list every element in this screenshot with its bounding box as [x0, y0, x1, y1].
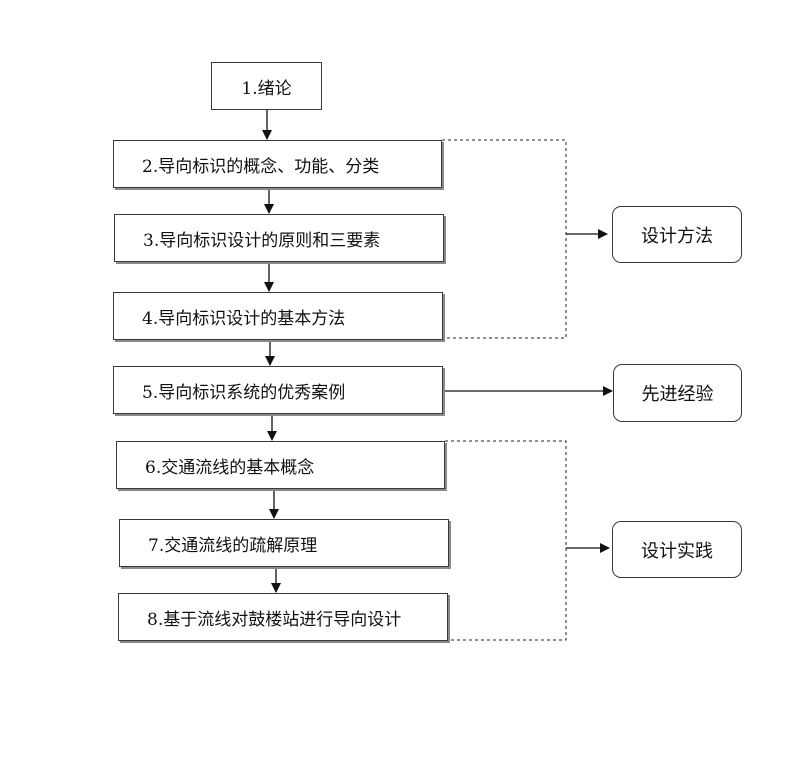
bracket-group-3 [445, 440, 567, 641]
category-label-design-method: 设计方法 [641, 225, 713, 247]
step-label-1: 1.绪论 [241, 78, 292, 99]
step-box-5: 5.导向标识系统的优秀案例 [113, 366, 443, 414]
category-box-advanced-experience: 先进经验 [613, 364, 742, 422]
category-label-advanced-experience: 先进经验 [641, 384, 714, 405]
step-label-6: 6.交通流线的基本概念 [145, 457, 315, 478]
category-box-design-method: 设计方法 [612, 206, 742, 263]
step-box-3: 3.导向标识设计的原则和三要素 [114, 214, 444, 262]
step-box-7: 7.交通流线的疏解原理 [119, 519, 449, 567]
step-label-4: 4.导向标识设计的基本方法 [142, 308, 346, 329]
step-box-6: 6.交通流线的基本概念 [116, 441, 445, 489]
bracket-group-1 [442, 139, 567, 339]
step-box-1: 1.绪论 [211, 62, 322, 110]
step-box-4: 4.导向标识设计的基本方法 [113, 292, 443, 340]
step-label-3: 3.导向标识设计的原则和三要素 [143, 230, 381, 251]
step-label-2: 2.导向标识的概念、功能、分类 [142, 156, 380, 177]
step-label-8: 8.基于流线对鼓楼站进行导向设计 [147, 609, 402, 630]
step-box-2: 2.导向标识的概念、功能、分类 [113, 140, 442, 188]
step-box-8: 8.基于流线对鼓楼站进行导向设计 [118, 593, 448, 641]
step-label-7: 7.交通流线的疏解原理 [148, 535, 318, 556]
step-label-5: 5.导向标识系统的优秀案例 [142, 382, 346, 403]
category-box-design-practice: 设计实践 [612, 521, 742, 578]
category-label-design-practice: 设计实践 [641, 540, 713, 562]
